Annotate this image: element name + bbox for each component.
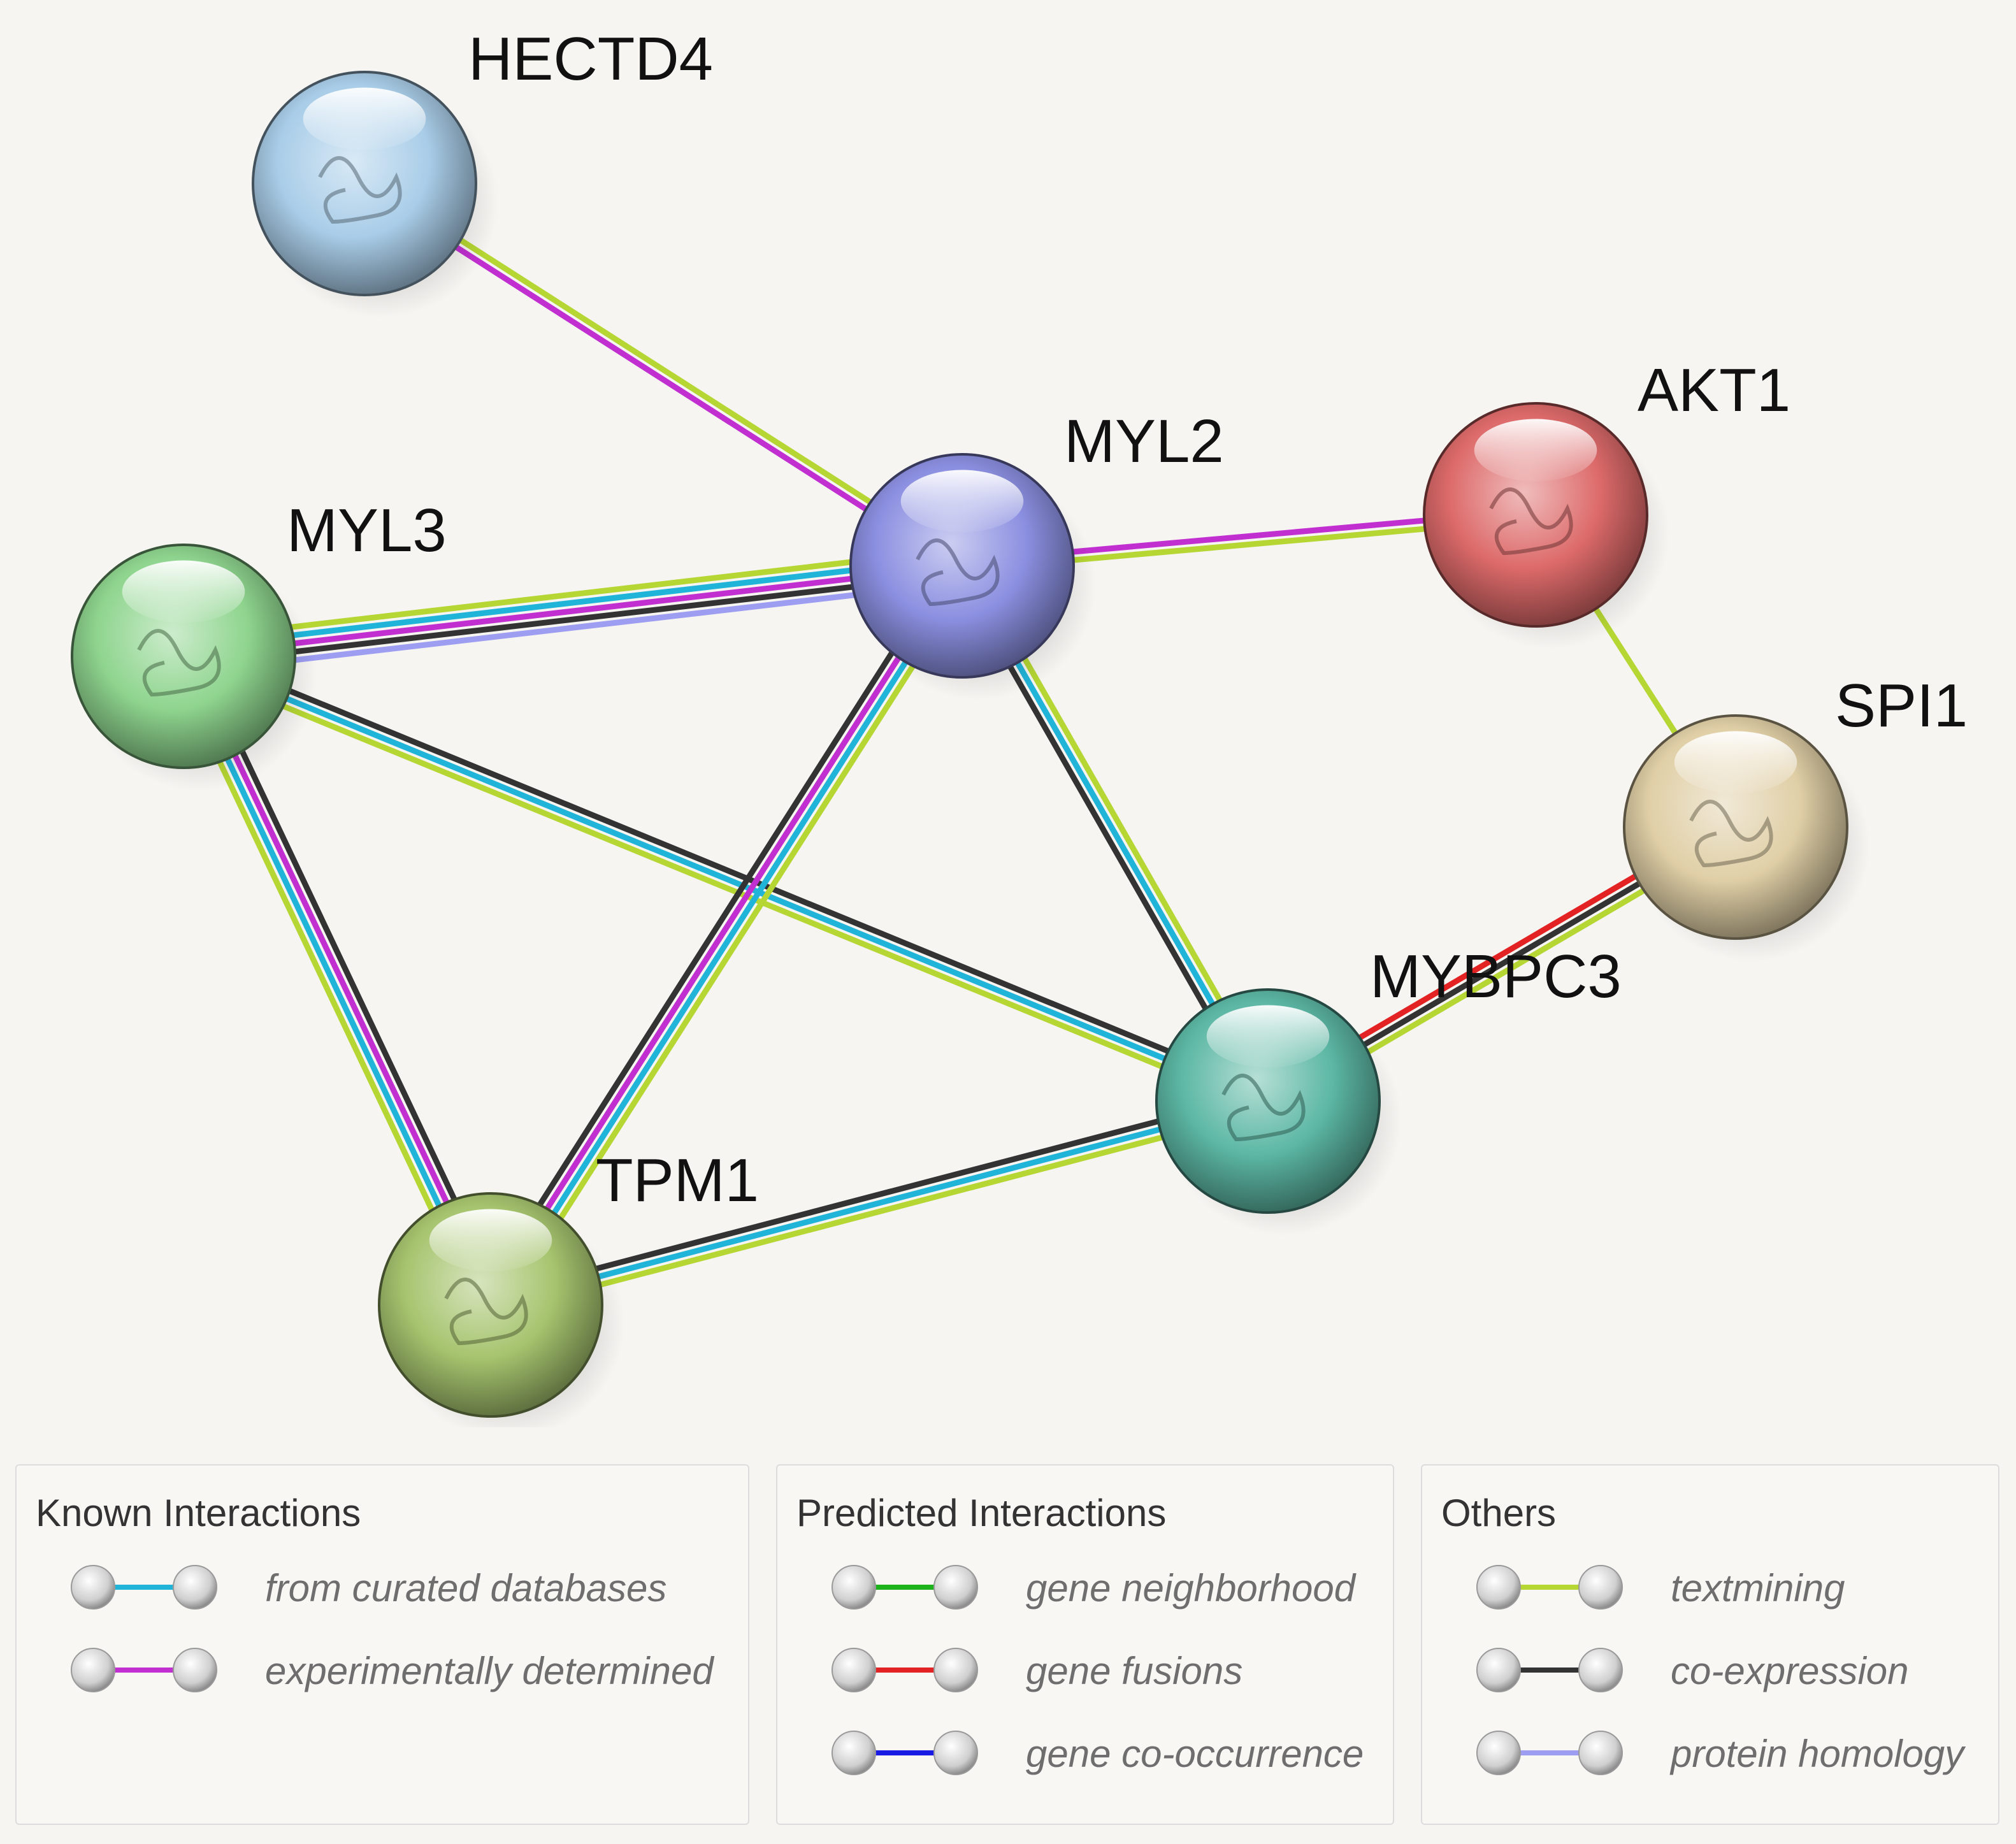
legend-item-protein-homology: protein homology (1467, 1724, 2016, 1782)
legend-known-interactions: Known Interactions from curated database… (15, 1464, 749, 1825)
legend-item-curated-databases: from curated databases (61, 1559, 698, 1616)
protein-structure-icon (1489, 487, 1573, 556)
edge-swatch-icon (1467, 1559, 1632, 1619)
node-highlight (1474, 419, 1597, 482)
protein-structure-icon (444, 1278, 528, 1346)
node-myl2[interactable] (849, 453, 1096, 700)
protein-structure-icon (318, 156, 402, 224)
legend-item-co-expression: co-expression (1467, 1641, 2016, 1699)
node-hectd4[interactable] (252, 71, 498, 318)
node-spi1[interactable] (1623, 714, 1869, 962)
node-highlight (303, 87, 426, 150)
legend-item-label: gene neighborhood (1026, 1567, 1356, 1610)
legend-item-label: co-expression (1671, 1650, 1909, 1692)
legend-title-known: Known Interactions (36, 1492, 361, 1534)
node-tpm1[interactable] (378, 1192, 624, 1427)
edge-line-textmining (179, 661, 1266, 1112)
legend-item-label: experimentally determined (265, 1650, 714, 1692)
node-label-akt1: AKT1 (1638, 356, 1790, 424)
node-label-spi1: SPI1 (1835, 672, 1968, 740)
edge-layer (169, 177, 1741, 1316)
legend-title-predicted: Predicted Interactions (796, 1492, 1167, 1534)
edge-line-co-expression (477, 558, 954, 1300)
edge-swatch-icon (1467, 1641, 1632, 1702)
protein-structure-icon (1221, 1074, 1306, 1142)
edge-swatch-icon (61, 1559, 227, 1619)
edge-line-curated-databases (489, 1098, 1269, 1308)
node-highlight (429, 1209, 552, 1272)
edge-swatch-icon (1467, 1724, 1632, 1785)
edge-line-curated-databases (182, 554, 962, 651)
node-highlight (900, 470, 1024, 533)
edge-line-co-expression (487, 1090, 1267, 1300)
edge-myl3-mybpc3[interactable] (179, 645, 1272, 1112)
protein-structure-icon (916, 538, 1000, 607)
protein-structure-icon (1689, 800, 1773, 868)
edge-swatch-icon (822, 1724, 988, 1785)
edge-line-textmining (181, 546, 961, 643)
node-label-mybpc3: MYBPC3 (1370, 942, 1622, 1011)
node-myl3[interactable] (71, 544, 317, 791)
legend-title-others: Others (1441, 1492, 1557, 1534)
node-label-myl2: MYL2 (1064, 407, 1224, 475)
edge-line-co-expression (185, 645, 1272, 1097)
node-highlight (1206, 1005, 1330, 1068)
node-highlight (122, 560, 245, 623)
edge-myl2-tpm1[interactable] (477, 558, 976, 1313)
node-label-tpm1: TPM1 (596, 1146, 759, 1214)
legend-others: Others textmining co-expression protein ho… (1421, 1464, 1999, 1825)
edge-swatch-icon (61, 1641, 227, 1702)
legend-item-label: gene fusions (1026, 1650, 1243, 1692)
legend-item-experimentally-determined: experimentally determined (61, 1641, 714, 1702)
node-highlight (1674, 731, 1797, 794)
edge-line-textmining (498, 571, 976, 1313)
node-label-hectd4: HECTD4 (468, 25, 713, 93)
node-akt1[interactable] (1423, 402, 1669, 649)
node-mybpc3[interactable] (1155, 988, 1402, 1235)
legend-item-label: textmining (1671, 1567, 1845, 1610)
edge-swatch-icon (822, 1641, 988, 1702)
legend-item-label: from curated databases (265, 1567, 667, 1610)
node-label-myl3: MYL3 (287, 496, 447, 565)
legend-item-textmining: textmining (1467, 1559, 2016, 1616)
edge-line-textmining (492, 1106, 1271, 1316)
legend-item-label: gene co-occurrence (1026, 1732, 1364, 1775)
edge-swatch-icon (822, 1559, 988, 1619)
edge-line-curated-databases (182, 653, 1269, 1104)
edge-line-experimentally-determined (183, 563, 963, 659)
legend-item-gene-neighborhood: gene neighborhood (822, 1559, 1459, 1616)
edge-line-curated-databases (491, 566, 968, 1309)
edge-line-experimentally-determined (484, 562, 961, 1304)
legend-item-label: protein homology (1671, 1732, 1964, 1775)
edge-tpm1-mybpc3[interactable] (487, 1090, 1271, 1316)
protein-structure-icon (137, 629, 221, 697)
legend-item-gene-co-occurrence: gene co-occurrence (822, 1724, 1459, 1782)
legend-item-gene-fusions: gene fusions (822, 1641, 1459, 1699)
legend-predicted-interactions: Predicted Interactions gene neighborhood… (776, 1464, 1394, 1825)
